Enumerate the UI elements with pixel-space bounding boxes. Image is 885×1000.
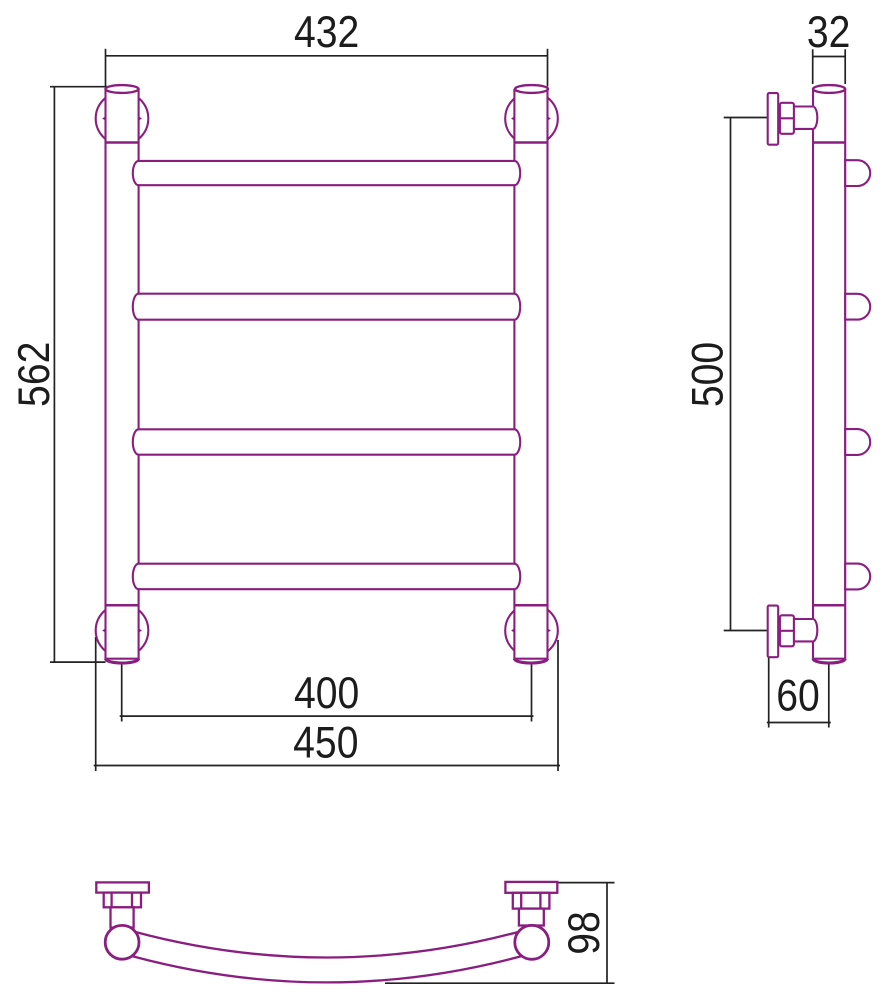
svg-text:400: 400 (294, 668, 359, 718)
svg-text:60: 60 (776, 670, 820, 720)
svg-text:500: 500 (682, 342, 732, 407)
svg-text:98: 98 (559, 911, 609, 955)
svg-text:562: 562 (9, 342, 59, 407)
svg-text:432: 432 (294, 7, 359, 57)
svg-text:450: 450 (293, 717, 358, 767)
svg-text:32: 32 (807, 6, 851, 56)
